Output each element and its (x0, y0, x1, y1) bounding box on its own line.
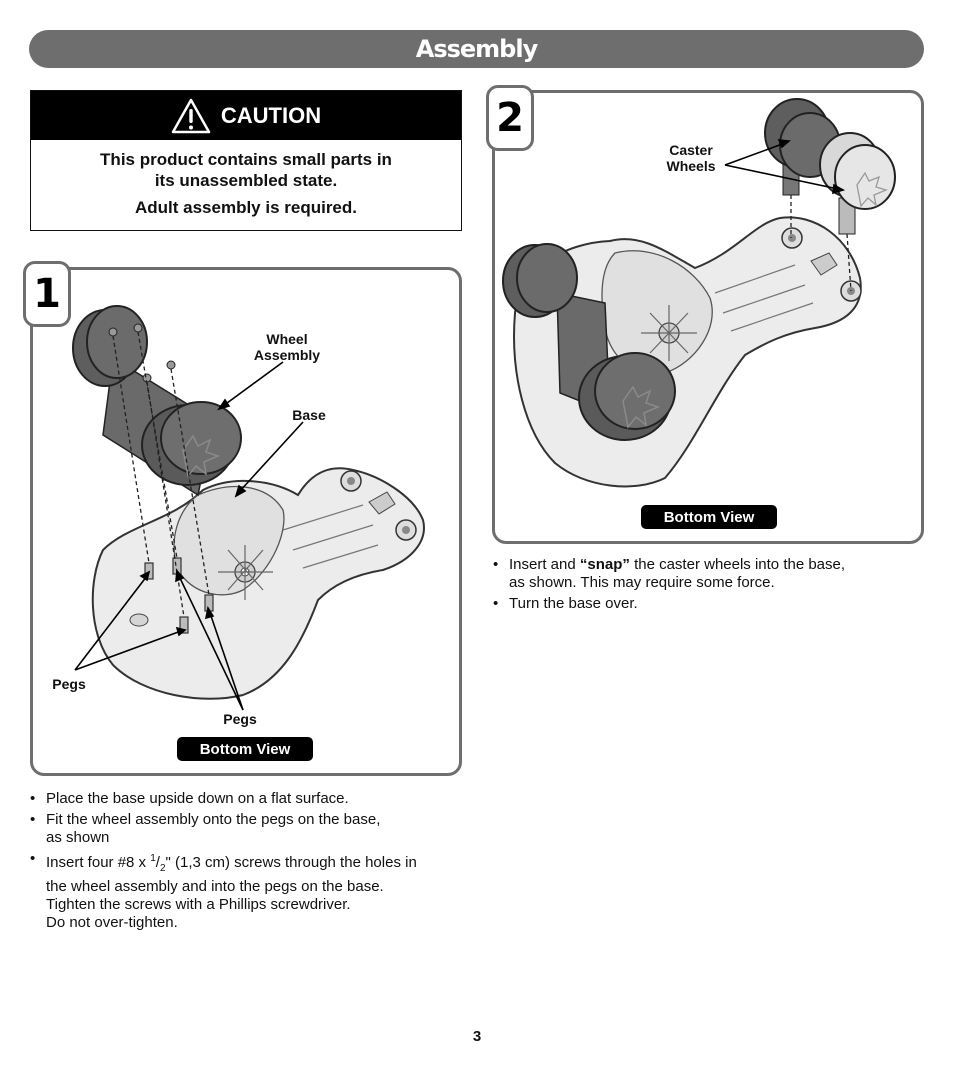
step-1-instructions: Place the base upside down on a flat sur… (30, 790, 470, 935)
instruction-text: " (1,3 cm) screws through the holes in (165, 854, 417, 871)
label-line: Caster (669, 142, 713, 158)
list-item: Insert and “snap” the caster wheels into… (493, 556, 923, 592)
instruction-text: Insert and (509, 556, 580, 573)
caution-line: Adult assembly is required. (134, 198, 357, 217)
caster-wheels-illustration (764, 98, 896, 235)
section-banner: Assembly (29, 30, 924, 68)
instruction-text: the caster wheels into the base, (629, 556, 846, 573)
list-item: Insert four #8 x 1/2" (1,3 cm) screws th… (30, 850, 470, 932)
wheel-assembly-illustration (72, 305, 242, 497)
step-2-instructions: Insert and “snap” the caster wheels into… (493, 556, 923, 616)
list-item: Place the base upside down on a flat sur… (30, 790, 470, 808)
label-line: Wheel (266, 331, 308, 347)
step-2-number: 2 (486, 85, 534, 151)
caution-line: This product contains small parts in (100, 150, 392, 169)
fraction-numerator: 1 (150, 853, 156, 864)
fraction-slash: / (155, 854, 160, 871)
warning-triangle-icon (171, 98, 211, 133)
caution-box: CAUTION This product contains small part… (30, 90, 462, 231)
bottom-view-badge: Bottom View (641, 505, 777, 529)
list-item: Turn the base over. (493, 595, 923, 613)
caution-text: This product contains small parts in its… (31, 140, 461, 218)
step-2-illustration (502, 98, 896, 488)
section-title: Assembly (415, 35, 538, 63)
instruction-text: Fit the wheel assembly onto the pegs on … (46, 811, 381, 828)
instruction-text: the wheel assembly and into the pegs on … (46, 878, 384, 895)
instruction-text: Do not over-tighten. (46, 914, 178, 931)
caution-line: its unassembled state. (154, 171, 338, 190)
label-line: Wheels (666, 158, 716, 174)
instruction-text: as shown (46, 829, 110, 846)
instruction-text: Place the base upside down on a flat sur… (46, 790, 349, 807)
list-item: Fit the wheel assembly onto the pegs on … (30, 811, 470, 847)
pegs-label-bottom: Pegs (223, 711, 257, 727)
caution-title: CAUTION (220, 102, 322, 128)
pegs-label-left: Pegs (52, 676, 86, 692)
base-illustration (91, 467, 425, 700)
caution-header: CAUTION (31, 91, 461, 140)
page-number: 3 (472, 1028, 482, 1045)
instruction-text: as shown. This may require some force. (509, 574, 775, 591)
step-1-number: 1 (23, 261, 71, 327)
fraction-denominator: 2 (159, 863, 166, 874)
caster-wheels-label: Caster Wheels (655, 142, 727, 174)
label-line: Assembly (253, 347, 321, 363)
instruction-emphasis: “snap” (579, 556, 630, 573)
instruction-text: Turn the base over. (509, 595, 638, 612)
instruction-text: Tighten the screws with a Phillips screw… (46, 896, 351, 913)
bottom-view-badge: Bottom View (177, 737, 313, 761)
wheel-assembly-label: Wheel Assembly (232, 331, 342, 363)
rear-wheel-assembly-illustration (502, 243, 676, 441)
step-1-illustration (72, 305, 425, 711)
base-label: Base (292, 407, 326, 423)
instruction-text: Insert four #8 x (46, 854, 151, 871)
